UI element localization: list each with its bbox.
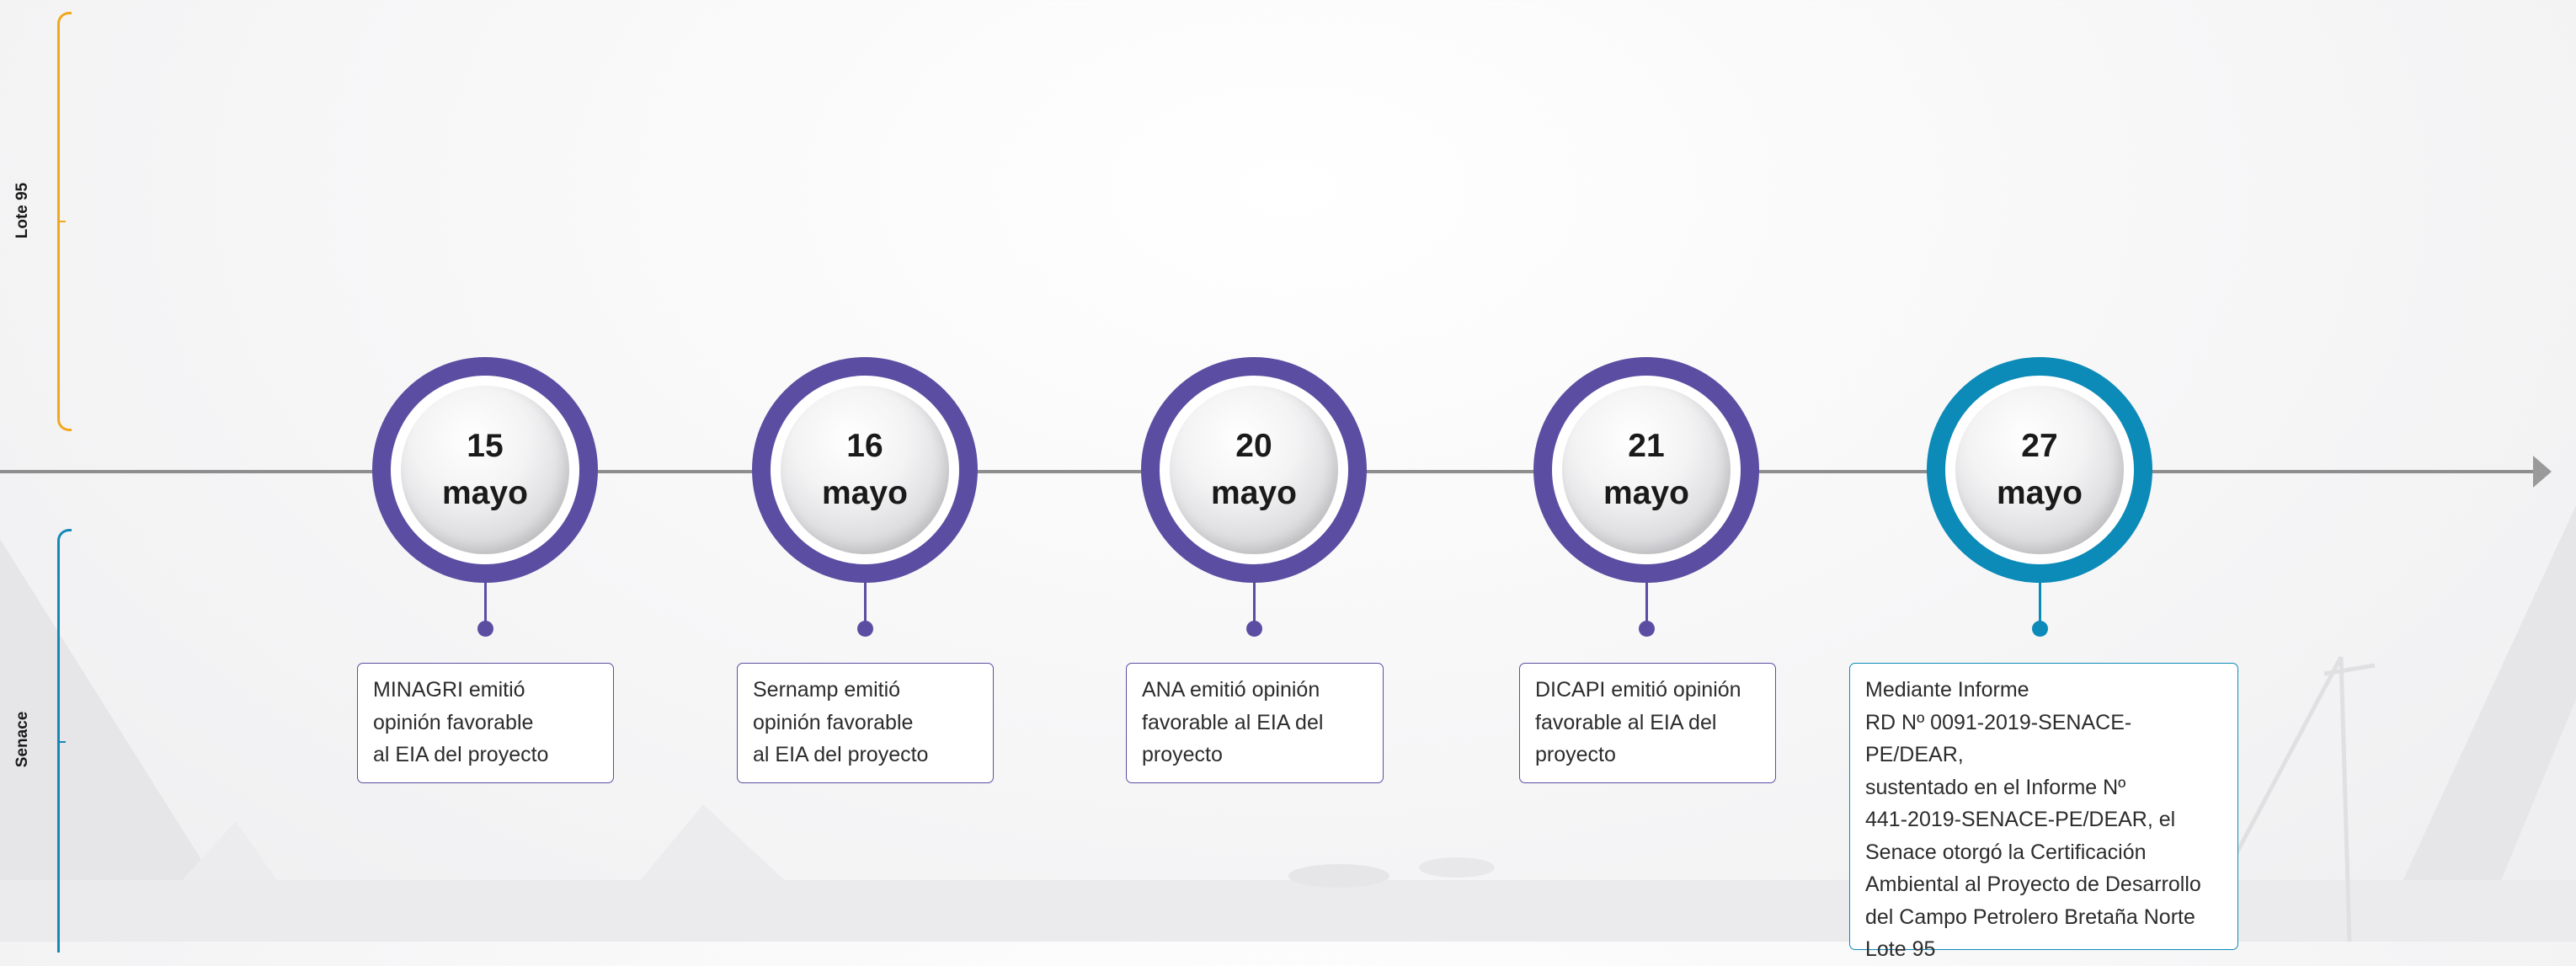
milestone-note-text: Mediante Informe RD Nº 0091-2019-SENACE-… — [1865, 678, 2201, 961]
milestone-note: MINAGRI emitió opinión favorable al EIA … — [357, 663, 614, 783]
milestone-date: 27 mayo — [1955, 386, 2124, 554]
lane-label-senace: Senace — [13, 711, 31, 768]
milestone-note: DICAPI emitió opinión favorable al EIA d… — [1519, 663, 1776, 783]
milestone-circle: 27 mayo — [1927, 357, 2152, 583]
milestone-day: 15 — [467, 428, 504, 464]
milestone-connector — [2038, 581, 2041, 630]
milestone-circle: 20 mayo — [1141, 357, 1367, 583]
milestone-dot — [1638, 621, 1655, 637]
milestone-note-text: ANA emitió opinión favorable al EIA del … — [1142, 678, 1324, 766]
milestone-date: 20 mayo — [1170, 386, 1338, 554]
milestone-connector — [483, 581, 487, 630]
milestone-dot — [2031, 621, 2048, 637]
milestone-dot — [1245, 621, 1262, 637]
lane-bracket-senace — [57, 529, 72, 953]
milestone-connector — [1252, 581, 1256, 630]
milestone-note-text: Sernamp emitió opinión favorable al EIA … — [753, 678, 929, 766]
milestone-date: 15 mayo — [401, 386, 569, 554]
lane-label-lote-95: Lote 95 — [13, 182, 31, 239]
timeline-arrowhead — [2533, 456, 2552, 488]
milestone-note: Mediante Informe RD Nº 0091-2019-SENACE-… — [1849, 663, 2238, 961]
milestone-circle: 16 mayo — [752, 357, 978, 583]
milestone-day: 27 — [2021, 428, 2058, 464]
milestone-month: mayo — [1211, 475, 1297, 511]
milestone-note-text: DICAPI emitió opinión favorable al EIA d… — [1535, 678, 1741, 766]
milestone-circle: 21 mayo — [1533, 357, 1759, 583]
lane-bracket-lote-95 — [57, 12, 72, 431]
milestone-note: Sernamp emitió opinión favorable al EIA … — [737, 663, 994, 783]
milestone-circle: 15 mayo — [372, 357, 598, 583]
milestone-dot — [856, 621, 873, 637]
milestone-month: mayo — [442, 475, 528, 511]
milestone-date: 16 mayo — [781, 386, 949, 554]
milestone-day: 21 — [1628, 428, 1665, 464]
milestone-connector — [1645, 581, 1648, 630]
milestone-connector — [863, 581, 867, 630]
milestone-month: mayo — [1603, 475, 1689, 511]
milestone-dot — [477, 621, 493, 637]
milestone-day: 20 — [1235, 428, 1272, 464]
milestone-month: mayo — [1997, 475, 2083, 511]
milestone-day: 16 — [846, 428, 883, 464]
milestone-date: 21 mayo — [1562, 386, 1731, 554]
milestone-month: mayo — [822, 475, 908, 511]
milestone-note: ANA emitió opinión favorable al EIA del … — [1126, 663, 1384, 783]
milestone-note-text: MINAGRI emitió opinión favorable al EIA … — [373, 678, 549, 766]
